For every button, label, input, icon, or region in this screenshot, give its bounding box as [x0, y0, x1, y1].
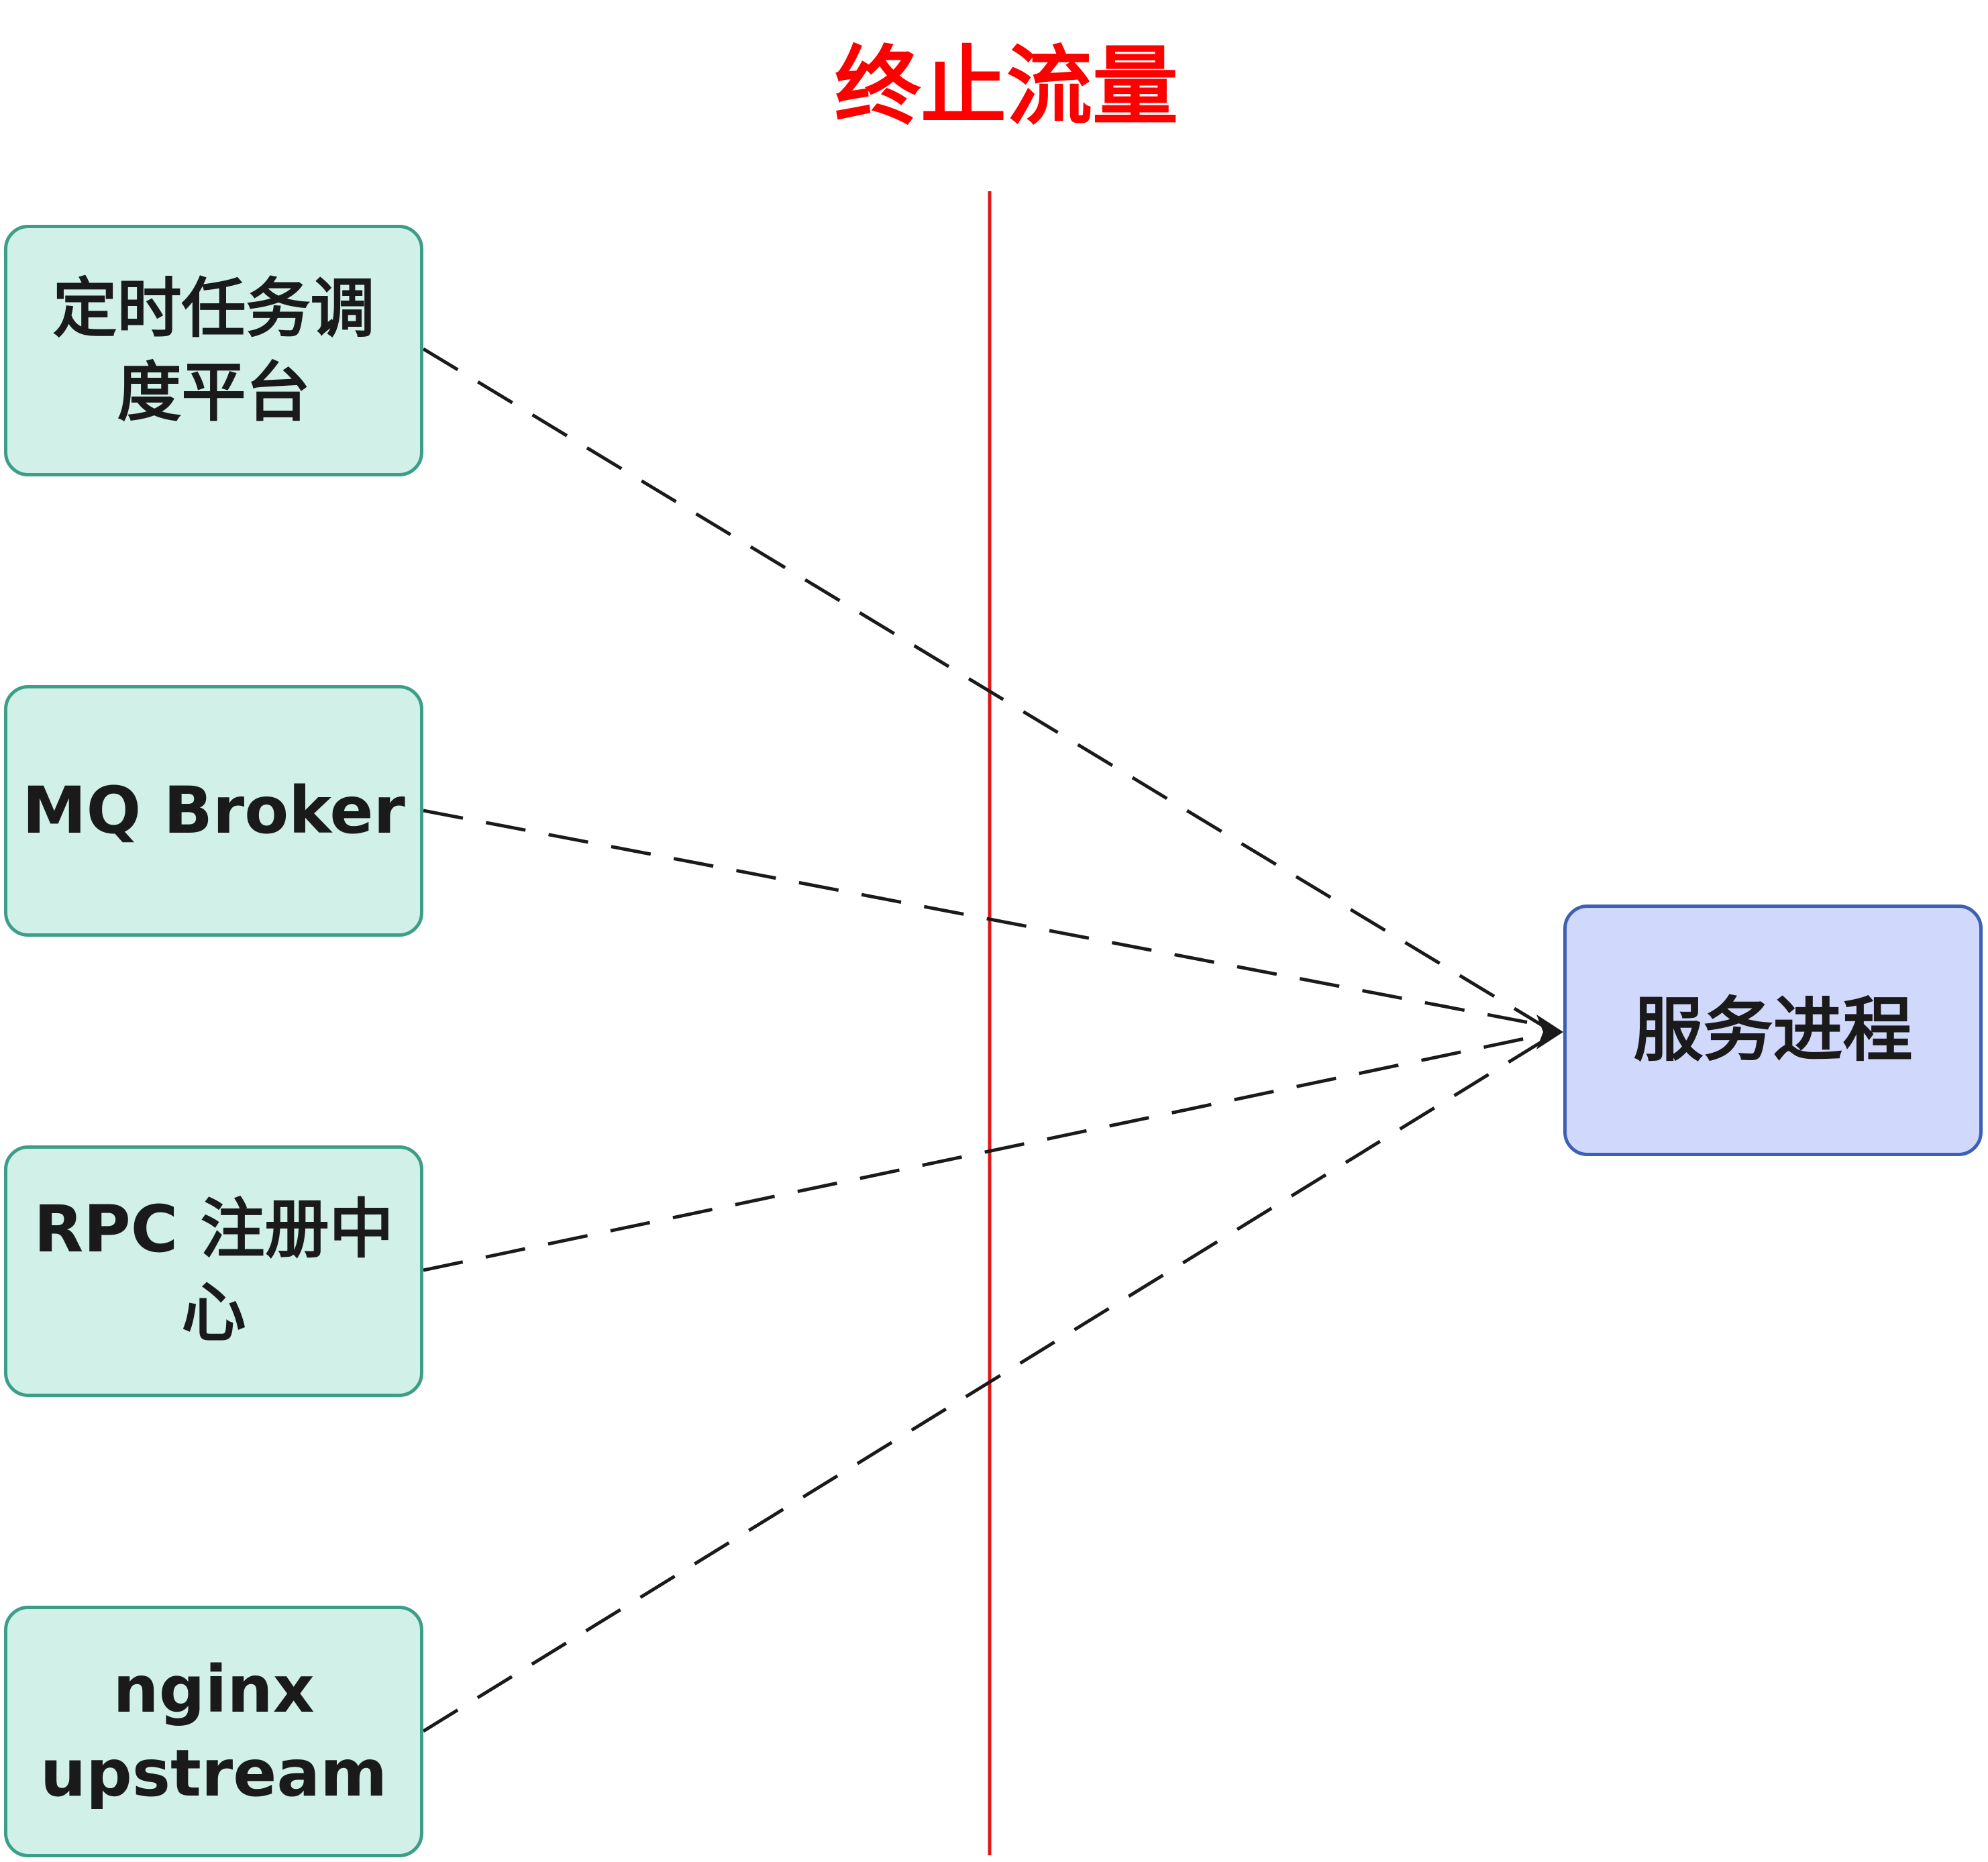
diagram-title: 终止流量 [834, 37, 1178, 137]
source-node-nginx-upstream[interactable]: nginx upstream [4, 1606, 423, 1857]
target-node-label: 服务进程 [1633, 988, 1913, 1071]
edge-scheduler-to-service [422, 347, 1551, 1032]
source-node-mq-broker[interactable]: MQ Broker [4, 685, 423, 937]
source-node-rpc-registry[interactable]: RPC 注册中心 [4, 1145, 423, 1397]
edge-nginx-to-service [422, 1035, 1551, 1733]
edge-rpc-to-service [423, 1031, 1551, 1272]
source-node-label: nginx upstream [40, 1651, 388, 1811]
source-node-label: MQ Broker [22, 773, 405, 849]
source-node-label: 定时任务调度平台 [52, 270, 375, 430]
target-node-service-process[interactable]: 服务进程 [1563, 904, 1983, 1156]
source-node-scheduler[interactable]: 定时任务调度平台 [4, 225, 423, 476]
source-node-label: RPC 注册中心 [34, 1191, 394, 1351]
edge-mq-to-service [423, 809, 1551, 1029]
arrowhead-icon [1536, 1015, 1563, 1049]
